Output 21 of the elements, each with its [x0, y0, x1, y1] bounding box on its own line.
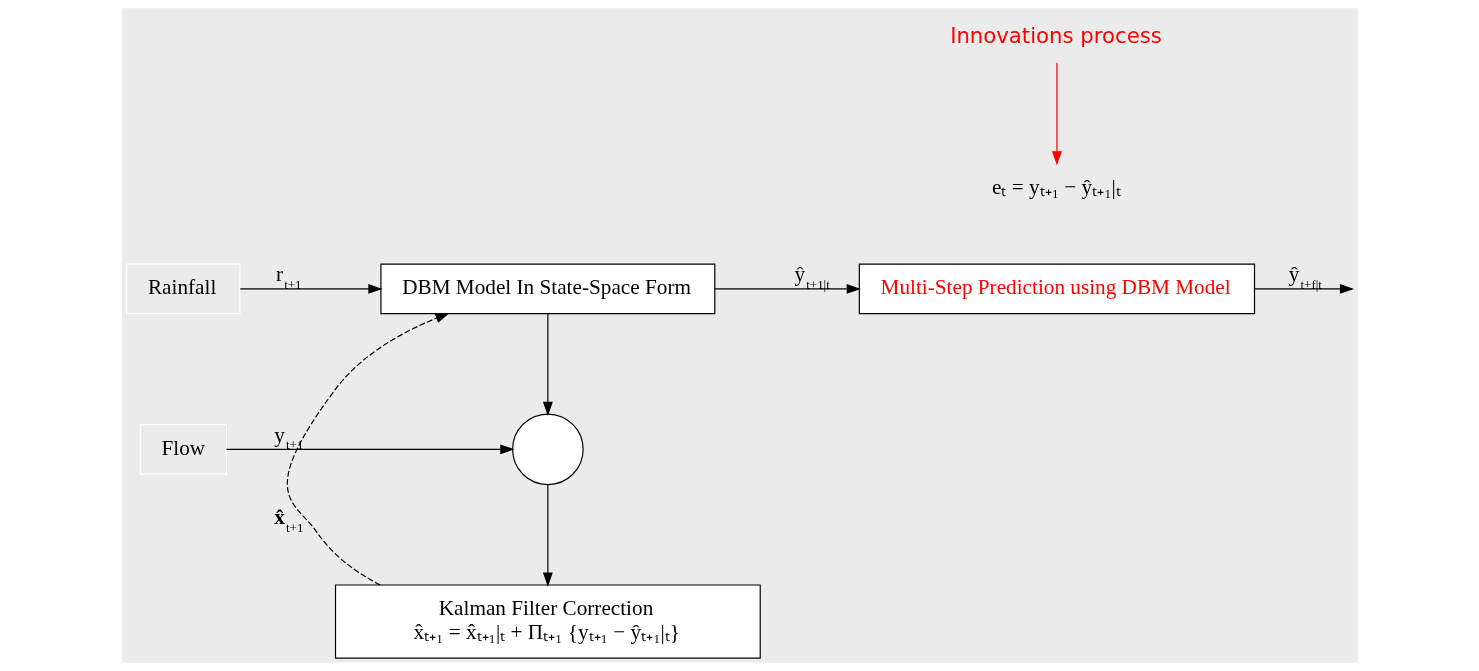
edge-label: y$_{t+1}$ — [273, 422, 303, 453]
arrow — [542, 313, 553, 417]
edge-label: x̂$_{t+1}$ — [273, 505, 303, 535]
edge-label: ŷ$_{t+1|t}$ — [793, 262, 830, 292]
node-box: Multi-Step Prediction using DBM Model — [858, 263, 1255, 315]
arrow — [1253, 283, 1354, 294]
arrow — [713, 283, 861, 294]
edge-label: r$_{t+1}$ — [275, 262, 302, 292]
edge-label: ŷ$_{t+f|t}$ — [1288, 262, 1322, 292]
arrow — [542, 484, 553, 587]
node-box: DBM Model In State-Space Form — [379, 263, 715, 315]
node-box: Rainfall — [125, 263, 241, 315]
node-text: Innovations process — [949, 22, 1162, 48]
node-box: Flow — [139, 424, 227, 475]
node-circle — [511, 413, 584, 486]
arrow — [225, 444, 514, 455]
arrow — [286, 313, 450, 586]
node-text: eₜ = yₜ₊₁ − ŷₜ₊₁|ₜ — [991, 174, 1121, 199]
arrow — [1051, 62, 1062, 166]
node-box: Kalman Filter Correction x̂ₜ₊₁ = x̂ₜ₊₁|ₜ + Πₜ₊₁ {yₜ₊₁ − ŷₜ₊₁|ₜ} — [334, 584, 761, 659]
arrow — [239, 283, 382, 294]
